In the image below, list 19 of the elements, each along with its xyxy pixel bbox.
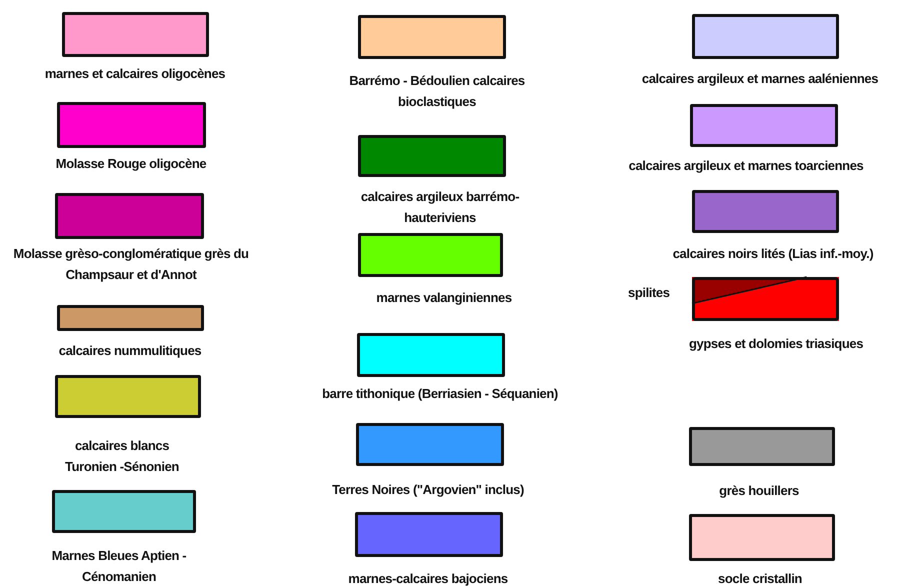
legend-label: calcaires argileux barrémo-hauteriviens bbox=[360, 188, 520, 227]
legend-label: Barrémo - Bédoulien calcaires bioclastiques bbox=[348, 72, 526, 111]
legend-label: spilites bbox=[628, 284, 671, 302]
legend-label: Molasse Rouge oligocène bbox=[54, 155, 208, 173]
legend-label: marnes-calcaires bajociens bbox=[347, 570, 509, 588]
legend-label: gypses et dolomies triasiques bbox=[688, 335, 864, 353]
legend-label: calcaires noirs lités (Lias inf.-moy.) bbox=[672, 245, 874, 263]
legend-label: Terres Noires ("Argovien" inclus) bbox=[331, 481, 525, 499]
legend-label: marnes et calcaires oligocènes bbox=[44, 65, 226, 83]
legend-label: calcaires argileux et marnes aaléniennes bbox=[640, 70, 880, 88]
legend-label: marnes valanginiennes bbox=[375, 289, 513, 307]
legend-label: calcaires nummulitiques bbox=[58, 342, 202, 360]
legend-label: calcaires blancs Turonien -Sénonien bbox=[64, 437, 180, 476]
legend-label: socle cristallin bbox=[717, 570, 803, 588]
legend-label: Marnes Bleues Aptien - Cénomanien bbox=[50, 547, 188, 586]
legend-label: Molasse grèso-conglomératique grès du Champsaur et d'Annot bbox=[12, 245, 250, 284]
legend-label: calcaires argileux et marnes toarciennes bbox=[628, 157, 864, 175]
legend-label: grès houillers bbox=[718, 482, 800, 500]
legend-label: barre tithonique (Berriasien - Séquanien) bbox=[321, 385, 559, 403]
